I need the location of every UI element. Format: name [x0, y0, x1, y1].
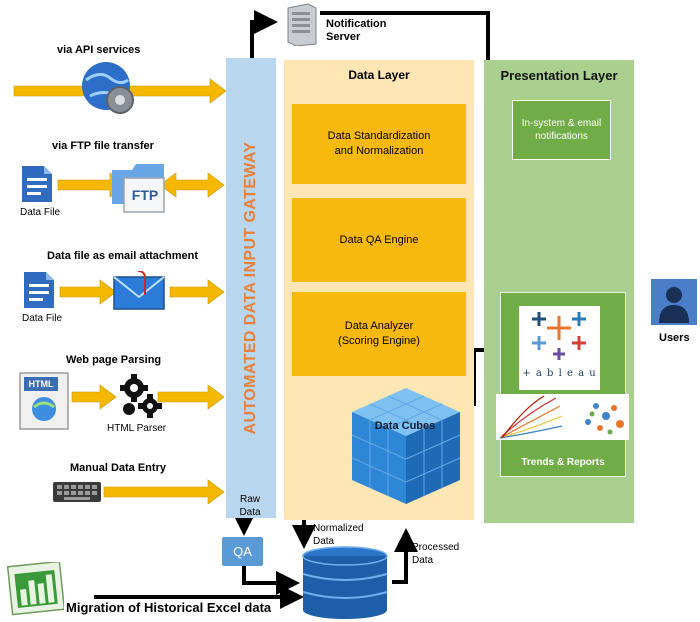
- label-email: Data file as email attachment: [47, 250, 199, 262]
- processed-up: [392, 528, 418, 584]
- data-layer-title: Data Layer: [348, 68, 410, 82]
- qa-box: QA: [222, 537, 263, 566]
- viz-report-thumbnail: [496, 394, 629, 440]
- label-email-file: Data File: [22, 313, 63, 324]
- box-analyzer: Data Analyzer (Scoring Engine): [292, 292, 466, 376]
- tableau-logo: + a b l e a u: [519, 306, 600, 390]
- server-icon: [287, 3, 317, 46]
- arrow-email-left: [59, 279, 117, 305]
- label-ftp: via FTP file transfer: [52, 140, 154, 152]
- label-raw-data: Raw Data: [239, 494, 261, 518]
- label-api: via API services: [57, 44, 141, 56]
- excel-icon: [6, 562, 64, 616]
- arrow-manual: [103, 479, 225, 505]
- gears-icon: [120, 374, 162, 418]
- envelope-icon: [113, 271, 165, 310]
- html-badge: HTML: [24, 377, 58, 391]
- folder-ftp-icon: FTP: [110, 160, 170, 216]
- arrow-web-right: [157, 384, 225, 410]
- document-icon: [22, 166, 52, 202]
- label-manual: Manual Data Entry: [70, 462, 166, 474]
- label-web: Web page Parsing: [66, 354, 162, 366]
- label-normalized: Normalized Data: [313, 523, 364, 547]
- qa-label: QA: [233, 544, 252, 559]
- box-qa-engine: Data QA Engine: [292, 198, 466, 282]
- notifications-text: In-system & email notifications: [521, 118, 602, 142]
- label-parser: HTML Parser: [107, 423, 167, 434]
- users-icon: [651, 279, 697, 325]
- label-notification-server: Notification Server: [326, 18, 387, 43]
- keyboard-icon: [53, 482, 101, 502]
- box-standardization-text: Data Standardization and Normalization: [327, 130, 431, 157]
- cube-icon: [351, 388, 461, 504]
- data-cubes: Data Cubes: [342, 386, 468, 506]
- globe-gear-icon: [82, 62, 134, 114]
- gateway-to-server: [250, 10, 278, 60]
- html-page-icon: HTML: [18, 371, 70, 431]
- label-excel: Migration of Historical Excel data: [66, 600, 272, 615]
- viz-chart-image: [499, 395, 624, 439]
- data-input-gateway: AUTOMATED DATA INPUT GATEWAY: [226, 58, 276, 518]
- label-users: Users: [659, 332, 690, 344]
- label-ftp-file: Data File: [20, 207, 61, 218]
- presentation-title: Presentation Layer: [500, 68, 618, 83]
- folder-icon: [112, 164, 165, 213]
- qa-to-db: [242, 566, 300, 595]
- notifications-box: In-system & email notifications: [512, 100, 611, 160]
- box-analyzer-text: Data Analyzer (Scoring Engine): [338, 320, 420, 347]
- gateway-title: AUTOMATED DATA INPUT GATEWAY: [242, 141, 259, 435]
- ftp-badge: FTP: [131, 187, 159, 203]
- arrow-ftp-right: [159, 172, 225, 198]
- document-icon-2: [24, 272, 54, 308]
- box-standardization: Data Standardization and Normalization: [292, 104, 466, 184]
- box-qa-engine-text: Data QA Engine: [339, 233, 419, 246]
- trends-label: Trends & Reports: [521, 457, 605, 468]
- tableau-wordmark: + a b l e a u: [522, 368, 597, 379]
- arrow-web-left: [71, 384, 117, 410]
- label-data-cubes: Data Cubes: [374, 420, 436, 432]
- label-processed: Processed Data: [412, 542, 460, 566]
- arrow-email-right: [169, 279, 225, 305]
- database-icon: [302, 546, 388, 619]
- tableau-cross-icon: [532, 312, 586, 360]
